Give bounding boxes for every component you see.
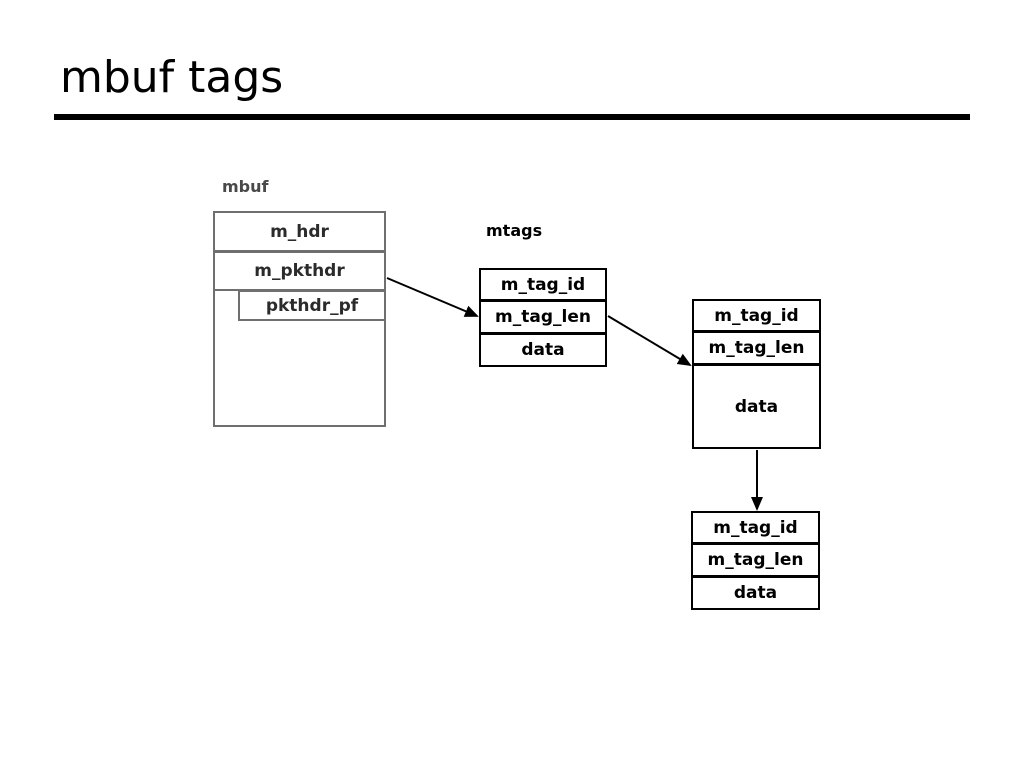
caption-mtags: mtags: [486, 221, 543, 240]
caption-mbuf: mbuf: [222, 177, 269, 196]
mbuf-row-m-pkthdr: m_pkthdr: [213, 251, 386, 291]
title-divider: [54, 114, 970, 120]
mtag-2-row-data: data: [692, 364, 821, 449]
mtag-1-row-id: m_tag_id: [479, 268, 607, 301]
mtag-3-row-data: data: [691, 576, 820, 610]
arrow-mbuf-to-mtag1: [386, 277, 479, 317]
mtag-1-row-len: m_tag_len: [479, 300, 607, 334]
mtag-1-row-data: data: [479, 333, 607, 367]
arrow-mtag1-to-mtag2: [607, 315, 692, 367]
mtag-2-row-id: m_tag_id: [692, 299, 821, 332]
mbuf-row-m-hdr: m_hdr: [213, 211, 386, 252]
page-title: mbuf tags: [60, 52, 284, 103]
mtag-3-row-id: m_tag_id: [691, 511, 820, 544]
mbuf-row-pkthdr-pf: pkthdr_pf: [238, 290, 386, 321]
mtag-2-row-len: m_tag_len: [692, 331, 821, 365]
mtag-3-row-len: m_tag_len: [691, 543, 820, 577]
